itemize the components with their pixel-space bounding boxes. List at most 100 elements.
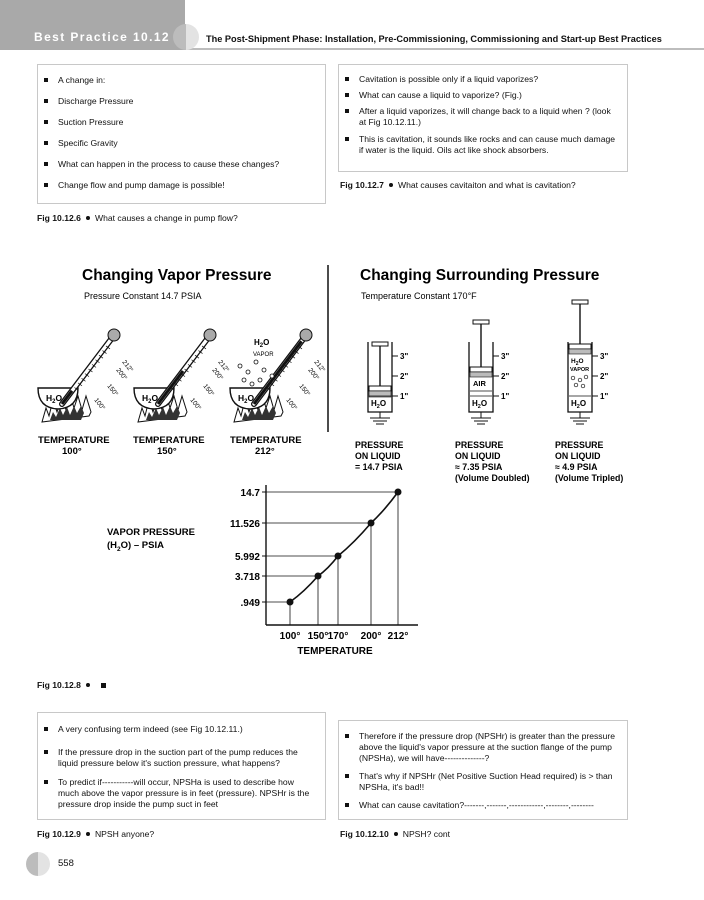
vapor-bubble-icon [241,377,247,383]
pressure-value: ≈ 7.35 PSIA [455,462,503,472]
vapor-bubble-icon [570,375,576,381]
cyl-water-label: H2O [571,399,586,410]
y-tick-label: .949 [241,598,261,609]
thermometer-tick [74,387,79,391]
scale-mark: 2" [501,372,509,381]
bullet-item: A change in: [38,75,325,86]
fig-10-12-10-caption: Fig 10.12.10 NPSH? cont [340,829,450,839]
scale-mark: 1" [400,392,408,401]
bullet-item: What can cause a liquid to vaporize? (Fi… [339,90,617,101]
square-icon [100,682,106,688]
thermometer-tick [294,350,299,354]
caption-text: NPSH anyone? [94,829,155,839]
pressure-value: = 14.7 PSIA [355,462,403,472]
thermometer-tick [102,350,107,354]
graph-ylabel-2: (H2O) – PSIA [107,540,164,553]
header-title: The Post-Shipment Phase: Installation, P… [206,34,662,44]
temp-label: TEMPERATURE [133,435,205,446]
pressure-label: ON LIQUID [555,451,600,461]
caption-text: NPSH? cont [402,829,451,839]
right-title: Changing Surrounding Pressure [360,267,600,284]
thermometer-tick [283,364,289,368]
thermometer-tick [266,387,271,391]
thermometer-tick [77,382,83,387]
vapor-bubble-icon [249,381,255,387]
thermometer-mark: 100° [284,396,299,412]
y-tick-label: 11.526 [230,519,260,530]
vapor-bubble-icon [573,382,579,388]
pressure-label: ON LIQUID [355,451,400,461]
liquid-surface-hatch [368,390,392,398]
footer-circle-icon [26,852,50,876]
thermometer-bulb [203,328,217,342]
bullet-item: Therefore if the pressure drop (NPSHr) i… [339,731,619,764]
bullet-dot-icon [393,832,398,837]
temp-label: TEMPERATURE [38,435,110,446]
thermometer-bulb [107,328,121,342]
fig-10-12-9-box: A very confusing term indeed (see Fig 10… [37,712,326,820]
bullet-dot-icon [85,216,90,221]
thermometer-tick [276,373,282,377]
data-point [314,572,322,580]
bullet-item: This is cavitation, it sounds like rocks… [339,134,617,156]
caption-number: Fig 10.12.9 [37,829,81,839]
pressure-value: ≈ 4.9 PSIA [555,462,598,472]
vapor-bubble-icon [245,369,251,375]
scale-mark: 2" [600,372,608,381]
thermometer-bulb [299,328,313,342]
caption-text: What causes cavitaiton and what is cavit… [397,180,576,190]
thermometer-tick [105,345,111,350]
cyl-water-label: H2O [472,399,487,410]
fig-10-12-8-caption: Fig 10.12.8 [37,680,106,690]
vapor-pressure-diagram: Changing Vapor Pressure Pressure Constan… [37,265,623,657]
y-tick-label: 5.992 [235,552,260,563]
thermometer-tick [187,364,193,368]
thermometer-tick [91,364,97,368]
pressure-label: ON LIQUID [455,451,500,461]
x-tick-label: 150° [308,631,329,642]
bullet-dot-icon [85,832,90,837]
x-tick-label: 100° [280,631,301,642]
thermometer-tick [191,359,196,364]
thermometer-tick [184,368,189,373]
scale-mark: 3" [501,352,509,361]
y-tick-label: 3.718 [235,572,260,583]
data-point [394,488,402,496]
temp-value: 212° [255,446,275,457]
header-circle-icon [173,24,199,50]
vapor-bubble-icon [253,359,259,365]
thermometer-tick [269,382,275,387]
thermometer-tick [170,387,175,391]
vapor-bubble-icon [580,383,586,389]
fig-10-12-7-box: Cavitation is possible only if a liquid … [338,64,628,172]
flame-inner-icon [50,406,84,420]
pot-label: H2O [142,393,158,405]
bullet-item: Specific Gravity [38,138,325,149]
vapor-bubble-icon [257,377,263,383]
caption-number: Fig 10.12.6 [37,213,81,223]
pressure-label: PRESSURE [555,440,604,450]
caption-number: Fig 10.12.10 [340,829,389,839]
air-label: AIR [473,379,487,388]
vapor-h2o-label: H2O [254,338,269,349]
bullet-item: Change flow and pump damage is possible! [38,180,325,191]
pressure-label: PRESSURE [455,440,504,450]
thermometer-mark: 150° [201,382,216,398]
thermometer-tick [201,345,207,350]
bullet-dot-icon [388,183,393,188]
pot-label: H2O [46,393,62,405]
header-rule [185,48,704,50]
temp-value: 150° [157,446,177,457]
pressure-label: PRESSURE [355,440,404,450]
data-point [334,552,342,560]
left-subtitle: Pressure Constant 14.7 PSIA [84,291,202,301]
scale-mark: 3" [600,352,608,361]
piston-head [368,385,392,392]
best-practice-label: Best Practice 10.12 [34,30,171,44]
thermometer-tick [98,354,104,359]
cyl-vapor-label: VAPOR [570,367,589,373]
